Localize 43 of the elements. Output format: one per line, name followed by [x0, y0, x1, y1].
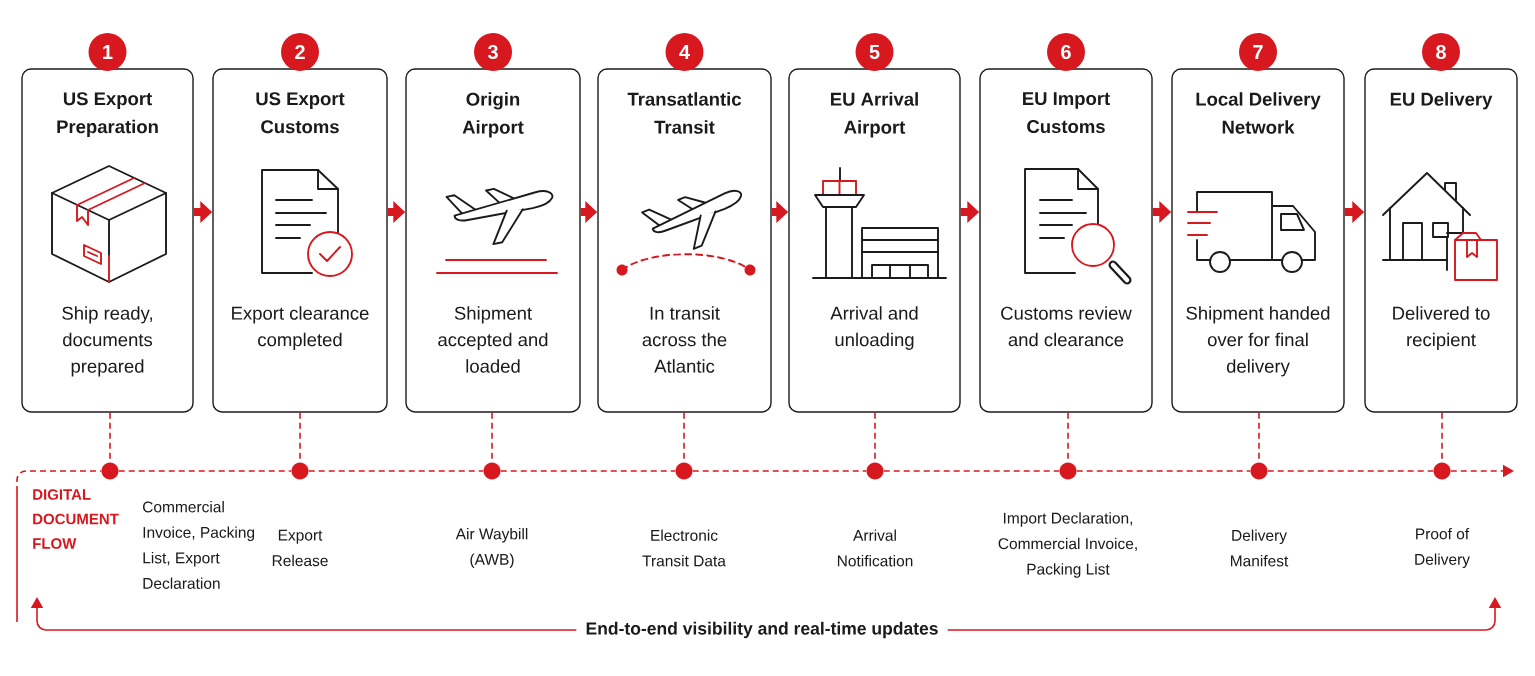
step-title: EU Import Customs — [1023, 92, 1110, 134]
step-number-badge: 4 — [665, 33, 704, 71]
document-label: Import Declaration, Commercial Invoice, Packing List — [998, 512, 1137, 578]
dashed-line — [307, 470, 485, 472]
step-number-badge: 1 — [88, 33, 127, 71]
step-number-badge: 8 — [1422, 33, 1460, 71]
dashed-line — [1075, 470, 1252, 472]
document-label: Electronic Transit Data — [642, 529, 726, 567]
step-description: Arrival and unloading — [830, 306, 918, 350]
dashed-line — [882, 470, 1061, 472]
document-label: Commercial Invoice, Packing List, Export Declaration — [143, 501, 255, 589]
step-title: US Export Preparation — [57, 92, 158, 137]
dashed-line — [1266, 470, 1435, 472]
step-number-badge: 3 — [474, 33, 512, 71]
step-description: Export clearance completed — [232, 306, 369, 350]
step-description: Delivered to recipient — [1393, 306, 1490, 350]
step-description: Shipment handed over for final delivery — [1186, 306, 1330, 377]
step-title: Local Delivery Network — [1196, 92, 1321, 134]
step-title: Transatlantic Transit — [627, 92, 742, 134]
dashed-line — [499, 470, 677, 472]
dashed-line — [117, 470, 293, 472]
step-number-badge: 5 — [855, 33, 894, 71]
step-title: EU Arrival Airport — [831, 92, 918, 138]
step-number-badge: 2 — [281, 33, 319, 71]
step-title: US Export Customs — [256, 92, 345, 134]
summary-text: End-to-end visibility and real-time updates — [586, 621, 938, 639]
document-label: Air Waybill (AWB) — [455, 528, 528, 568]
step-title: EU Delivery — [1390, 92, 1493, 110]
dashed-line — [691, 470, 868, 472]
step-description: In transit across the Atlantic — [642, 306, 727, 373]
arrow — [30, 597, 578, 631]
step-description: Ship ready, documents prepared — [62, 306, 153, 377]
step-description: Customs review and clearance — [1001, 306, 1132, 347]
step-title: Origin Airport — [462, 92, 524, 138]
section-label: DIGITAL DOCUMENT FLOW — [33, 489, 119, 549]
step-number-badge: 7 — [1239, 33, 1277, 71]
step-description: Shipment accepted and loaded — [438, 306, 548, 373]
document-label: Proof of Delivery — [1415, 528, 1470, 568]
document-label: Export Release — [272, 529, 328, 567]
document-label: Arrival Notification — [837, 529, 913, 567]
dashed-line — [16, 470, 103, 493]
step-number-badge: 6 — [1047, 33, 1085, 71]
document-label: Delivery Manifest — [1231, 529, 1289, 567]
